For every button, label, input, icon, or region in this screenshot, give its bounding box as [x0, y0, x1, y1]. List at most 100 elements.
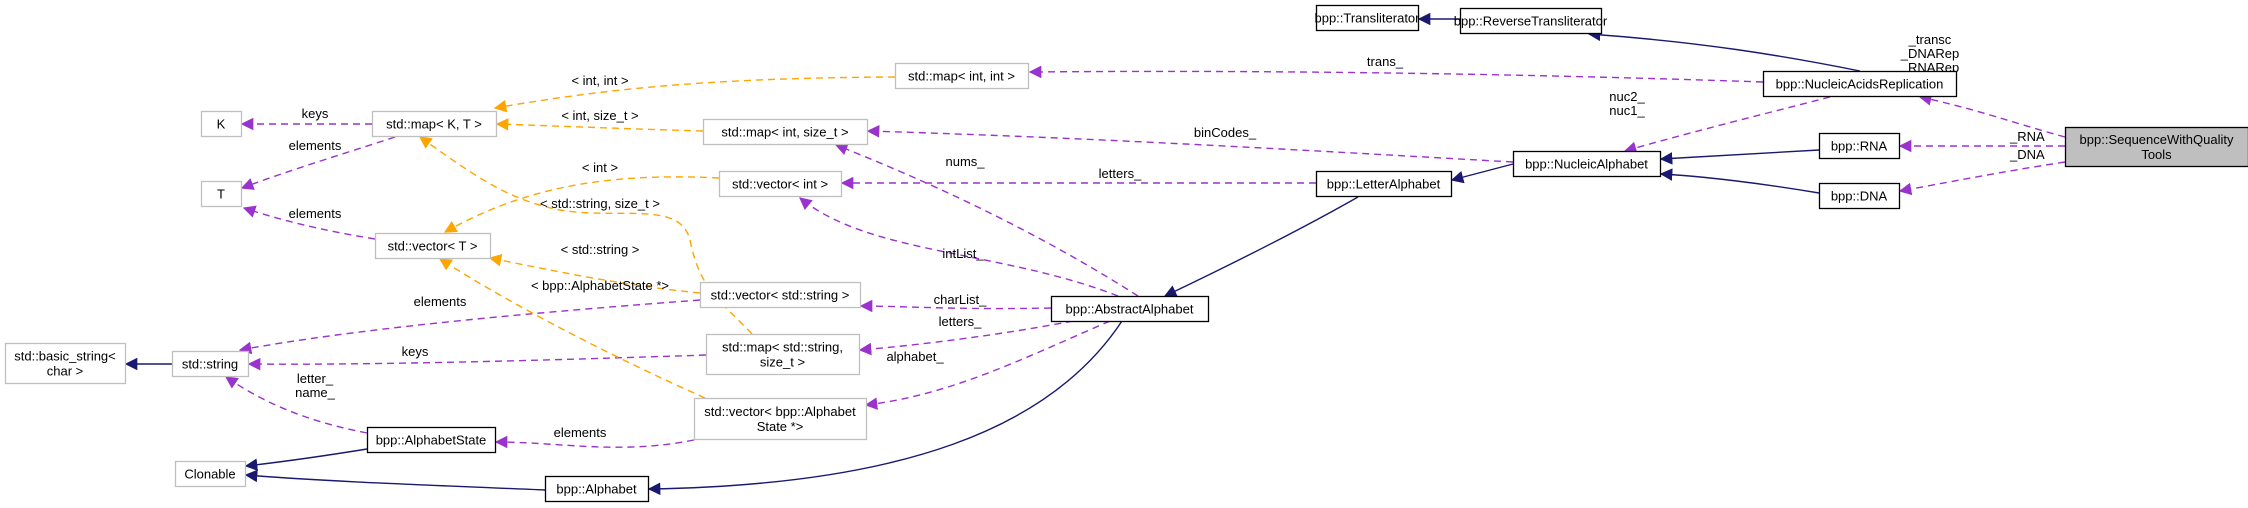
node-label: bpp::Alphabet: [556, 482, 637, 497]
node-box: [1050, 295, 1210, 323]
node-label: std::vector< T >: [388, 239, 478, 254]
node-box: [1315, 170, 1453, 198]
edge-label-mapintsize-to-absalpha: nums_: [945, 154, 985, 169]
node-box: [200, 180, 243, 208]
edge-label-line: charList_: [934, 292, 988, 307]
edge-label-line: nuc2_: [1609, 89, 1645, 104]
edge-label-line: trans_: [1367, 54, 1404, 69]
node-label: std::vector< int >: [732, 177, 828, 192]
node-label: std::vector< std::string >: [711, 288, 850, 303]
node-box: [174, 460, 247, 488]
edge-letteralpha-to-nucalpha: [1450, 163, 1514, 184]
edge-label-line: < int, int >: [571, 73, 628, 88]
edge-label-line: elements: [554, 425, 607, 440]
edge-label-line: binCodes_: [1194, 125, 1257, 140]
edge-label-mapKT-to-mapstringsize: < std::string, size_t >: [540, 196, 660, 211]
edge-stdstring-to-alphastate: [224, 376, 368, 434]
edge-vecalphastate-to-absalpha: [864, 320, 1111, 410]
node-box: [374, 232, 492, 260]
node-label: bpp::DNA: [1831, 189, 1888, 204]
node-alphabet[interactable]: bpp::Alphabet: [544, 475, 650, 503]
edge-vecT-to-vecstring: [488, 254, 701, 294]
edge-label-line: _DNA: [2009, 147, 2045, 162]
edge-label-line: letter_: [297, 371, 334, 386]
edge-nucalpha-to-rna: [1659, 149, 1820, 165]
node-label: Clonable: [184, 467, 235, 482]
node-box: [718, 170, 843, 198]
node-rna[interactable]: bpp::RNA: [1818, 132, 1901, 160]
edge-mapintsize-to-nucalpha: [866, 125, 1514, 163]
edge-label-nar-to-swqt: _transc_DNARep_RNARep: [1900, 32, 1960, 75]
edge-absalpha-to-letteralpha: [1163, 196, 1359, 297]
edge-label-K-to-mapKT: keys: [302, 106, 329, 121]
edge-label-line: _DNARep: [1900, 46, 1960, 61]
node-label: std::map< K, T >: [386, 117, 482, 132]
node-mapstringsize: std::map< std::string,size_t >: [705, 333, 861, 376]
edge-clonable-to-alphastate: [244, 448, 368, 471]
edge-label-vecstring-to-absalpha: charList_: [934, 292, 988, 307]
node-alphastate[interactable]: bpp::AlphabetState: [366, 426, 497, 454]
node-box: [702, 118, 869, 146]
edge-label-alphastate-to-vecalphastate: elements: [554, 425, 607, 440]
node-T: T: [200, 180, 243, 208]
node-nucalpha[interactable]: bpp::NucleicAlphabet: [1512, 150, 1662, 178]
edge-label-line: elements: [289, 138, 342, 153]
node-label: std::vector< bpp::Alphabet: [704, 404, 856, 419]
edge-label-vecint-to-absalpha: intList_: [942, 246, 984, 261]
edge-alphastate-to-vecalphastate: [494, 435, 695, 449]
edge-label-line: name_: [295, 385, 336, 400]
node-mapKT: std::map< K, T >: [371, 110, 498, 138]
node-label: std::string: [182, 357, 238, 372]
edge-T-to-vecT: [242, 205, 376, 240]
node-label: bpp::AlphabetState: [376, 433, 487, 448]
node-vecint: std::vector< int >: [718, 170, 843, 198]
edge-label-line: < int >: [582, 160, 618, 175]
node-K: K: [200, 110, 243, 138]
node-box: [699, 281, 862, 309]
edge-label-vecint-to-letteralpha: letters_: [1099, 166, 1142, 181]
edge-mapintsize-to-absalpha: [834, 143, 1139, 297]
node-absalpha[interactable]: bpp::AbstractAlphabet: [1050, 295, 1210, 323]
node-box: [693, 397, 868, 441]
edge-label-mapintint-to-nar: trans_: [1367, 54, 1404, 69]
edge-label-dna-to-swqt: _DNA: [2009, 147, 2045, 162]
edge-clonable-to-alphabet: [244, 469, 546, 491]
node-box: [1315, 4, 1420, 32]
node-box: [1818, 132, 1901, 160]
node-label: std::map< int, size_t >: [721, 125, 848, 140]
edge-stdstring-to-mapstringsize: [247, 354, 707, 371]
node-letteralpha[interactable]: bpp::LetterAlphabet: [1315, 170, 1453, 198]
node-box: [1512, 150, 1662, 178]
node-label: bpp::LetterAlphabet: [1327, 177, 1441, 192]
node-box: [705, 333, 861, 376]
edge-vecstring-to-absalpha: [859, 299, 1052, 313]
node-nar[interactable]: bpp::NucleicAcidsReplication: [1762, 70, 1958, 98]
edge-mapKT-to-mapintsize: [495, 118, 704, 132]
edge-nucalpha-to-nar: [1623, 96, 1831, 154]
node-label: bpp::SequenceWithQuality: [2080, 132, 2234, 147]
node-label: State *>: [757, 419, 804, 434]
edge-label-vecT-to-vecalphastate: < bpp::AlphabetState *>: [531, 278, 669, 293]
node-label: bpp::RNA: [1831, 139, 1888, 154]
edge-nar-to-swqt: [1918, 93, 2066, 138]
node-basicstring: std::basic_string<char >: [4, 342, 127, 385]
node-label: bpp::AbstractAlphabet: [1066, 302, 1194, 317]
edge-label-line: < std::string, size_t >: [540, 196, 660, 211]
edge-label-line: _transc: [1908, 32, 1952, 47]
node-vecT: std::vector< T >: [374, 232, 492, 260]
edge-label-T-to-mapKT: elements: [289, 138, 342, 153]
node-translit[interactable]: bpp::Transliterator: [1314, 4, 1420, 32]
edge-label-line: keys: [302, 106, 329, 121]
node-label: char >: [47, 364, 84, 379]
node-revtrans[interactable]: bpp::ReverseTransliterator: [1454, 7, 1608, 35]
node-label: std::basic_string<: [14, 349, 116, 364]
node-dna[interactable]: bpp::DNA: [1818, 182, 1901, 210]
edge-label-line: alphabet_: [886, 349, 944, 364]
node-label: bpp::NucleicAlphabet: [1525, 157, 1648, 172]
node-mapintsize: std::map< int, size_t >: [702, 118, 869, 146]
node-box: [371, 110, 498, 138]
node-mapintint: std::map< int, int >: [894, 62, 1030, 90]
node-label: bpp::Transliterator: [1314, 11, 1420, 26]
